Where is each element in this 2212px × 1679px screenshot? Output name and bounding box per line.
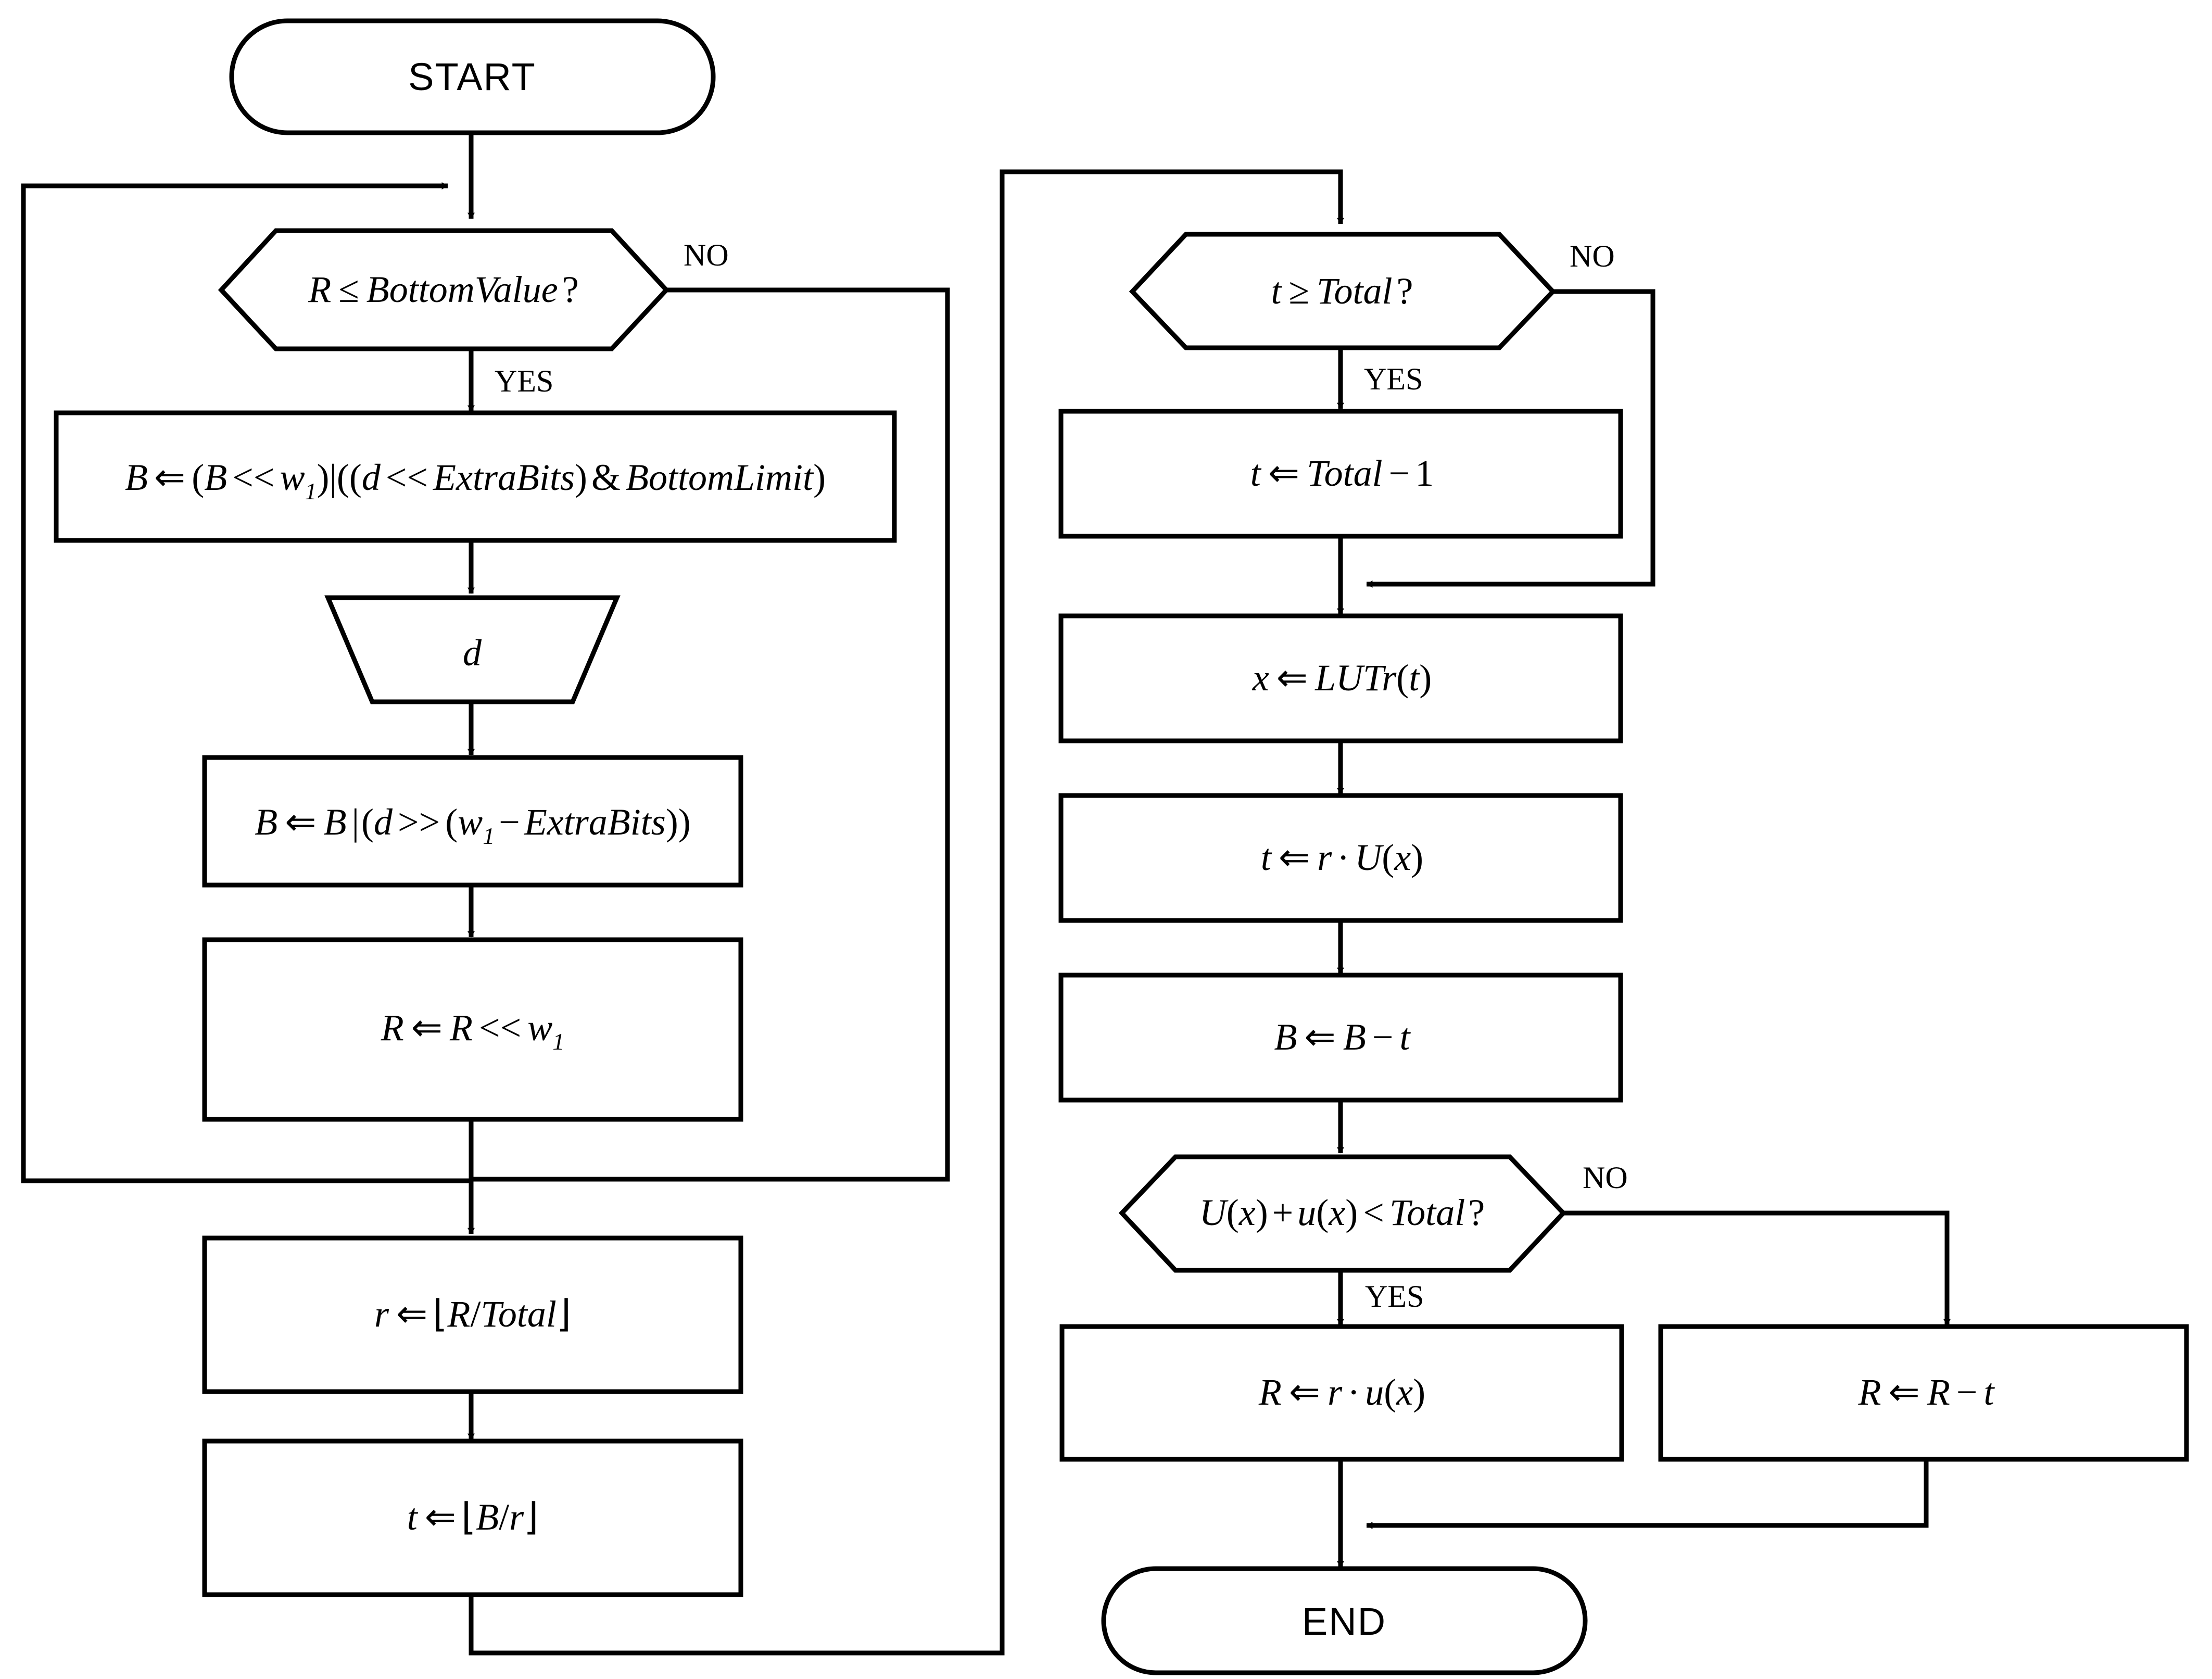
node-r-shift: R⇐R<<w1 (202, 937, 743, 1122)
node-start-label: START (408, 55, 536, 98)
node-dec-bottomvalue-label: R≤BottomValue? (308, 269, 578, 310)
node-t-total-m1-label: t⇐Total−1 (1250, 452, 1434, 494)
node-t-div-label: t⇐⌊B/r⌋ (407, 1496, 539, 1538)
node-x-lutr: x⇐LUTr(t) (1058, 613, 1623, 743)
node-b-or: B⇐B|(d>>(w1−ExtraBits)) (202, 755, 743, 888)
node-t-r-u-label: t⇐r·U(x) (1261, 837, 1423, 878)
node-b-shift-label: B⇐(B<<w1)|((d<<ExtraBits)&BottomLimit) (125, 457, 826, 504)
node-t-total-m1: t⇐Total−1 (1058, 409, 1623, 539)
node-b-minus-t: B⇐B−t (1058, 973, 1623, 1103)
node-x-lutr-label: x⇐LUTr(t) (1252, 657, 1432, 699)
node-dec-total: t≥Total? (1129, 232, 1557, 350)
edge-label-yes-1: YES (495, 364, 553, 398)
node-b-minus-t-label: B⇐B−t (1274, 1016, 1411, 1058)
edge-dec1-no (467, 287, 950, 1234)
node-dec-u: U(x)+u(x)<Total? (1118, 1154, 1567, 1273)
node-t-r-u: t⇐r·U(x) (1058, 793, 1623, 923)
node-dec-total-label: t≥Total? (1271, 270, 1413, 312)
edge-dectotal-no (1366, 289, 1655, 588)
edge-rminust-to-end-merge (1366, 1459, 1929, 1529)
node-start: START (229, 18, 716, 135)
node-b-shift: B⇐(B<<w1)|((d<<ExtraBits)&BottomLimit) (54, 410, 897, 543)
node-t-div: t⇐⌊B/r⌋ (202, 1438, 743, 1597)
edge-label-no-3: NO (1583, 1160, 1628, 1195)
node-r-shift-label: R⇐R<<w1 (381, 1007, 565, 1055)
node-r-div-label: r⇐⌊R/Total⌋ (374, 1293, 571, 1335)
node-r-mul-u: R⇐r·u(x) (1059, 1324, 1624, 1462)
node-dec-bottomvalue: R≤BottomValue? (218, 228, 670, 351)
edge-label-no-1: NO (684, 238, 729, 272)
node-read-d: d (324, 595, 621, 704)
edge-label-no-2: NO (1570, 239, 1615, 273)
edge-label-yes-3: YES (1365, 1279, 1424, 1314)
node-end: END (1101, 1566, 1588, 1675)
edge-label-yes-2: YES (1364, 362, 1423, 396)
node-r-div: r⇐⌊R/Total⌋ (202, 1235, 743, 1394)
edge-rshift-to-dec1-loop (21, 182, 474, 1183)
edge-tdiv-to-dectotal (469, 169, 1344, 1656)
node-read-d-label: d (463, 632, 482, 674)
node-end-label: END (1302, 1600, 1386, 1643)
node-r-minus-t: R⇐R−t (1658, 1324, 2189, 1462)
edge-decu-no (1563, 1210, 1951, 1325)
node-dec-u-label: U(x)+u(x)<Total? (1199, 1192, 1485, 1233)
node-b-or-label: B⇐B|(d>>(w1−ExtraBits)) (255, 801, 690, 849)
